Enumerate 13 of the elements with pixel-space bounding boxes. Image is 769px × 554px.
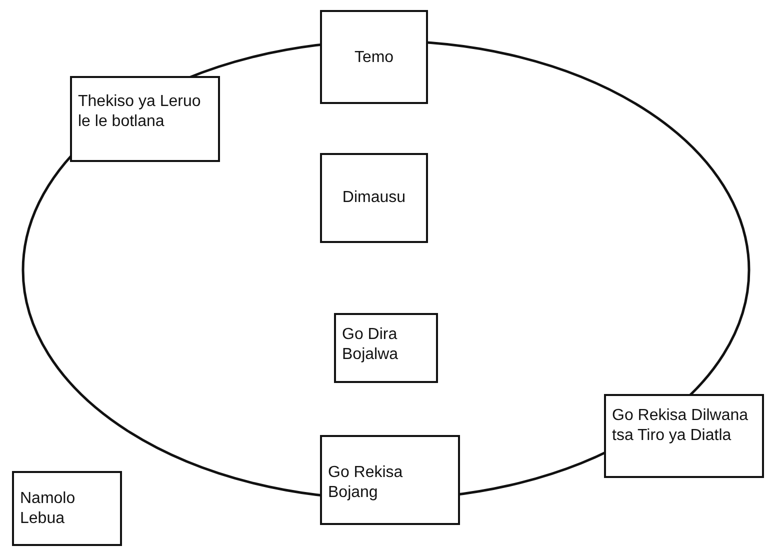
- box-label: Go Rekisa Dilwana tsa Tiro ya Diatla: [612, 406, 750, 446]
- label-box: [12, 471, 122, 546]
- label-box: [334, 313, 438, 383]
- box-label: Go Dira Bojalwa: [342, 325, 400, 365]
- box-label: Temo: [353, 48, 395, 68]
- box-label: Namolo Lebua: [20, 489, 76, 529]
- label-box: [320, 435, 460, 525]
- box-label: Dimausu: [341, 188, 407, 208]
- box-label: Go Rekisa Bojang: [328, 463, 404, 503]
- box-label: Thekiso ya Leruo le le botlana: [78, 92, 202, 132]
- label-box: [320, 10, 428, 104]
- label-box: [604, 394, 764, 478]
- label-box: [320, 153, 428, 243]
